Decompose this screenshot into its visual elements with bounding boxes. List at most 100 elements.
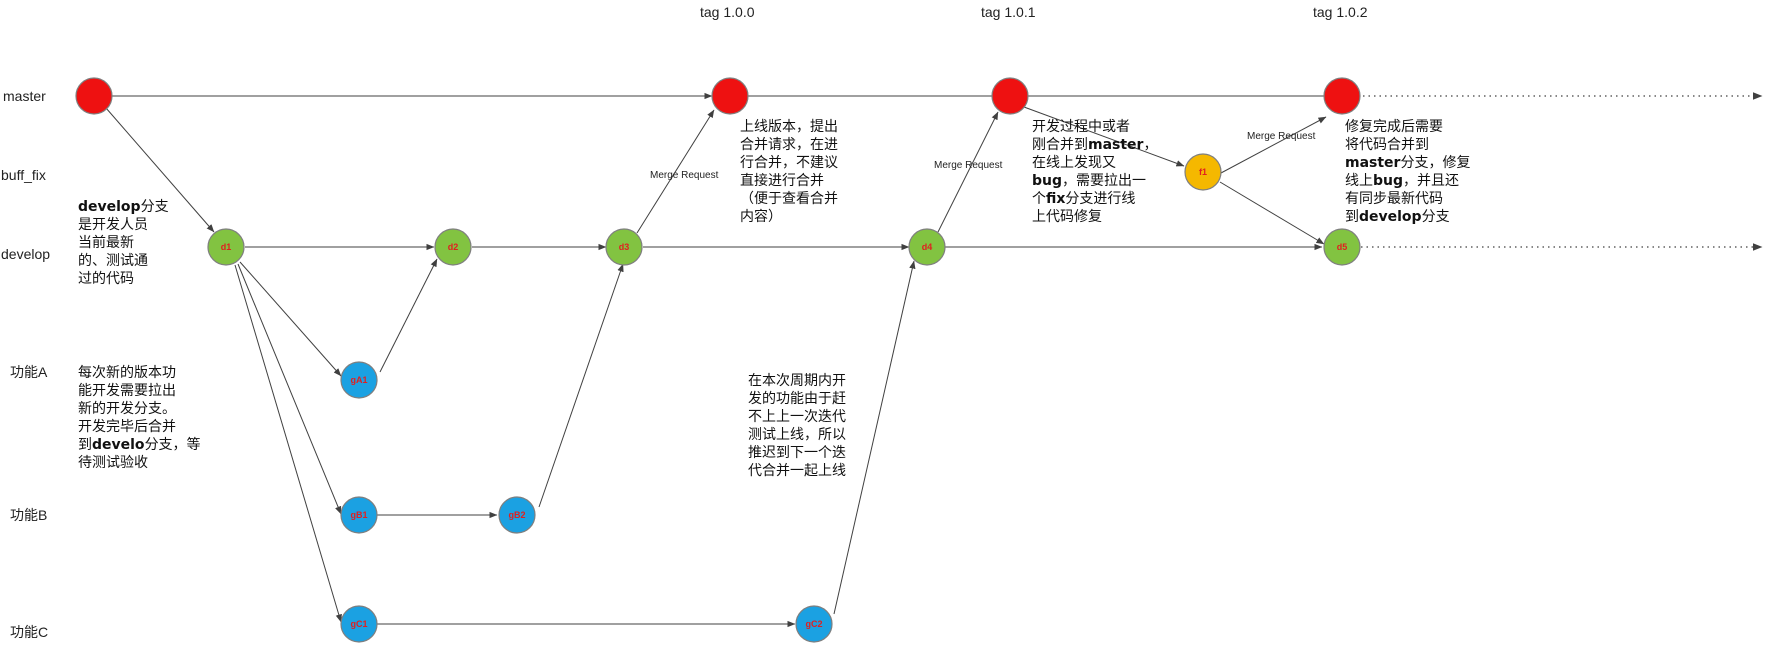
note-line: 到develo分支，等 xyxy=(78,436,201,454)
note-line: 到develop分支 xyxy=(1345,208,1470,226)
note-release-merge: 上线版本，提出合并请求，在进行合并，不建议直接进行合并（便于查看合并内容） xyxy=(740,118,838,226)
master-node-start xyxy=(75,77,113,115)
note-text: 修复完成后需要 xyxy=(1345,119,1443,135)
edge-d1-to-gA1 xyxy=(239,261,342,377)
develop-node-d3 xyxy=(605,228,643,266)
node-label-gC2: gC2 xyxy=(805,619,822,629)
note-bold-text: bug xyxy=(1373,173,1404,189)
lane-label-develop: develop xyxy=(1,246,50,262)
note-text: 过的代码 xyxy=(78,271,134,287)
note-line: 线上bug，并且还 xyxy=(1345,172,1470,190)
edge-f1-to-master xyxy=(1220,116,1327,174)
note-line: bug，需要拉出一 xyxy=(1032,172,1157,190)
note-text: ， xyxy=(1143,137,1158,153)
note-line: 在本次周期内开 xyxy=(748,372,846,390)
note-text: 合并请求，在进 xyxy=(740,137,838,153)
node-label-d2: d2 xyxy=(448,242,459,252)
node-label-d4: d4 xyxy=(922,242,933,252)
note-bold-text: develop xyxy=(1359,209,1422,225)
note-text: 在本次周期内开 xyxy=(748,373,846,389)
note-line: 内容） xyxy=(740,208,838,226)
note-text: 新的开发分支。 xyxy=(78,401,176,417)
note-bold-text: fix xyxy=(1046,191,1066,207)
note-text: 有同步最新代码 xyxy=(1345,191,1443,207)
note-line: 过的代码 xyxy=(78,270,169,288)
note-line: 待测试验收 xyxy=(78,454,201,472)
note-delayed-feature: 在本次周期内开发的功能由于赶不上上一次迭代测试上线，所以推迟到下一个迭代合并一起… xyxy=(748,372,846,480)
note-line: master分支，修复 xyxy=(1345,154,1470,172)
note-line: 修复完成后需要 xyxy=(1345,118,1470,136)
note-line: 发的功能由于赶 xyxy=(748,390,846,408)
develop-node-d1 xyxy=(207,228,245,266)
edge-master-to-f1 xyxy=(1023,106,1185,167)
note-text: 线上 xyxy=(1345,173,1373,189)
feature-node-gB1 xyxy=(340,496,378,534)
note-line: 刚合并到master， xyxy=(1032,136,1157,154)
edge-d4-to-master xyxy=(937,111,999,233)
fix-node-f1 xyxy=(1184,153,1222,191)
note-text: 推迟到下一个迭 xyxy=(748,445,846,461)
note-line: 每次新的版本功 xyxy=(78,364,201,382)
note-line: 在线上发现又 xyxy=(1032,154,1157,172)
note-text: 分支，修复 xyxy=(1400,155,1471,171)
note-text: 分支，等 xyxy=(144,437,201,453)
note-text: 的、测试通 xyxy=(78,253,148,269)
lane-label-feature-a: 功能A xyxy=(10,364,48,380)
note-text: 行合并，不建议 xyxy=(740,155,838,171)
note-text: 直接进行合并 xyxy=(740,173,824,189)
note-text: 分支 xyxy=(140,199,169,215)
note-text: 到 xyxy=(78,437,92,453)
note-develop-branch: develop分支是开发人员当前最新的、测试通过的代码 xyxy=(78,198,169,288)
edge-d3-to-master xyxy=(636,109,715,234)
note-line: 开发完毕后合并 xyxy=(78,418,201,436)
note-text: 每次新的版本功 xyxy=(78,365,176,381)
tag-label-1-0-2: tag 1.0.2 xyxy=(1313,4,1368,20)
develop-node-d2 xyxy=(434,228,472,266)
note-line: 新的开发分支。 xyxy=(78,400,201,418)
master-node-tag-1-0-1 xyxy=(991,77,1029,115)
note-text: 个 xyxy=(1032,191,1046,207)
lane-label-feature-c: 功能C xyxy=(10,624,48,640)
node-label-d3: d3 xyxy=(619,242,630,252)
lane-label-feature-b: 功能B xyxy=(10,507,47,523)
lane-label-master: master xyxy=(3,88,46,104)
note-line: develop分支 xyxy=(78,198,169,216)
edge-gA1-to-d2 xyxy=(379,258,438,373)
note-text: 开发完毕后合并 xyxy=(78,419,176,435)
note-line: 行合并，不建议 xyxy=(740,154,838,172)
note-text: 不上上一次迭代 xyxy=(748,409,846,425)
tag-label-1-0-1: tag 1.0.1 xyxy=(981,4,1036,20)
note-line: 当前最新 xyxy=(78,234,169,252)
lane-label-buff-fix: buff_fix xyxy=(1,167,46,183)
note-bold-text: develop xyxy=(78,199,141,215)
note-text: 是开发人员 xyxy=(78,217,148,233)
note-bold-text: develo xyxy=(92,437,145,453)
edges xyxy=(105,92,1763,628)
feature-node-gC1 xyxy=(340,605,378,643)
merge-request-label-2: Merge Request xyxy=(934,160,1003,171)
node-label-gA1: gA1 xyxy=(350,375,367,385)
note-line: 将代码合并到 xyxy=(1345,136,1470,154)
edge-f1-to-d5 xyxy=(1219,181,1325,245)
merge-request-label-3: Merge Request xyxy=(1247,131,1316,142)
note-text: 将代码合并到 xyxy=(1345,137,1429,153)
note-line: 上代码修复 xyxy=(1032,208,1157,226)
note-text: 当前最新 xyxy=(78,235,134,251)
note-line: 有同步最新代码 xyxy=(1345,190,1470,208)
note-text: 上线版本，提出 xyxy=(740,119,838,135)
edge-d1-to-gB1 xyxy=(237,263,342,515)
note-line: 是开发人员 xyxy=(78,216,169,234)
note-text: 待测试验收 xyxy=(78,455,148,471)
node-label-d5: d5 xyxy=(1337,242,1348,252)
merge-request-label-1: Merge Request xyxy=(650,170,719,181)
note-line: 直接进行合并 xyxy=(740,172,838,190)
note-line: 推迟到下一个迭 xyxy=(748,444,846,462)
note-line: 开发过程中或者 xyxy=(1032,118,1157,136)
feature-node-gC2 xyxy=(795,605,833,643)
note-text: 内容） xyxy=(740,209,782,225)
note-text: 到 xyxy=(1345,209,1359,225)
feature-node-gB2 xyxy=(498,496,536,534)
note-line: 上线版本，提出 xyxy=(740,118,838,136)
